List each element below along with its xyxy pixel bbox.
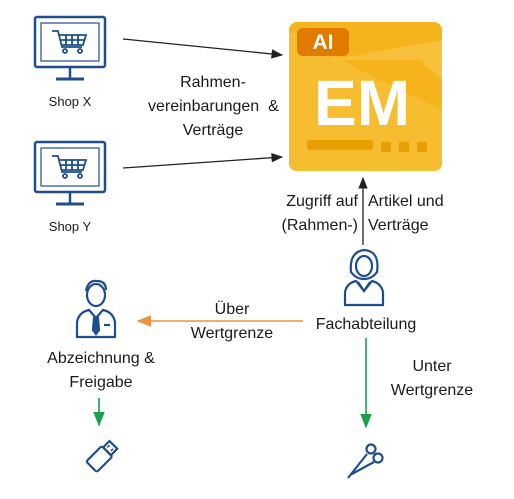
shop-edge-label: Rahmen- vereinbarungen & Verträge bbox=[148, 71, 279, 143]
shop-edge-label-line1: Rahmen- bbox=[180, 74, 246, 91]
edge-shop-y-to-em bbox=[122, 153, 284, 169]
over-limit-label: Über Wertgrenze bbox=[182, 298, 282, 346]
department-label: Fachabteilung bbox=[315, 316, 417, 333]
return-label-line1: Artikel und bbox=[368, 193, 444, 210]
usb-stick-icon bbox=[85, 439, 119, 473]
approver-label: Abzeichnung & Freigabe bbox=[36, 347, 166, 395]
person-man-tie-icon bbox=[75, 279, 117, 339]
em-logo: AI EM bbox=[289, 22, 442, 171]
scissors-icon bbox=[347, 443, 384, 479]
approver-label-line2: Freigabe bbox=[69, 374, 133, 391]
access-label: Zugriff auf (Rahmen-) bbox=[262, 190, 358, 238]
shop-edge-label-line2: vereinbarungen & bbox=[148, 98, 279, 115]
shop-x-monitor-icon bbox=[33, 15, 107, 81]
under-limit-label-line1: Unter bbox=[412, 358, 452, 375]
under-limit-label: Unter Wertgrenze bbox=[380, 355, 484, 403]
access-label-line1: Zugriff auf bbox=[286, 193, 358, 210]
edge-shop-x-to-em bbox=[122, 38, 284, 59]
shop-y-label: Shop Y bbox=[48, 219, 92, 234]
approver-label-line1: Abzeichnung & bbox=[47, 350, 155, 367]
logo-badge-text: AI bbox=[313, 31, 334, 54]
logo-main-text: EM bbox=[314, 67, 410, 139]
over-limit-label-line2: Wertgrenze bbox=[190, 325, 274, 342]
shop-x-label: Shop X bbox=[48, 94, 92, 109]
return-label: Artikel und Verträge bbox=[368, 190, 468, 238]
access-label-line2: (Rahmen-) bbox=[281, 217, 358, 234]
over-limit-label-line1: Über bbox=[214, 301, 250, 318]
person-woman-icon bbox=[343, 248, 385, 307]
under-limit-label-line2: Wertgrenze bbox=[390, 382, 474, 399]
shop-edge-label-line3: Verträge bbox=[182, 122, 244, 139]
shop-y-monitor-icon bbox=[33, 140, 107, 206]
return-label-line2: Verträge bbox=[368, 217, 429, 234]
